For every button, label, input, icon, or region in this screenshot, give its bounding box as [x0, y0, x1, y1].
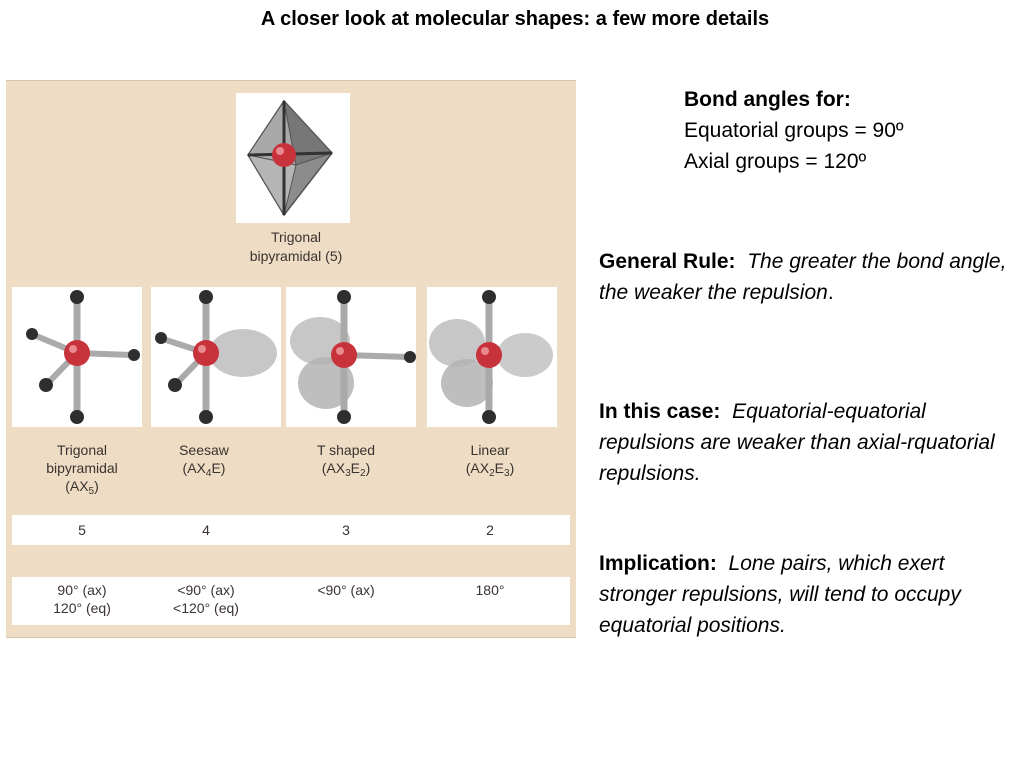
molecular-shapes-figure: Trigonal bipyramidal (5)	[6, 80, 576, 638]
angle-cell: <90° (ax)	[317, 582, 375, 598]
implication-text: Lone pairs, which exert stronger repulsi…	[599, 552, 961, 637]
count-cell: 3	[342, 522, 350, 538]
axial-angle-line: Axial groups = 120º	[684, 150, 867, 173]
formula-ax5: (AX5)	[65, 478, 99, 497]
implication-label: Implication:	[599, 552, 717, 575]
electron-group-count-row: 5 4 3 2	[12, 515, 570, 545]
bond-angles-block: Bond angles for: Equatorial groups = 90º…	[684, 84, 1014, 177]
shape-name-seesaw: Seesaw	[179, 442, 229, 458]
shape-name-linear: Linear	[470, 442, 510, 458]
linear-model	[427, 287, 557, 427]
this-case-text: Equatorial-equatorial repulsions are wea…	[599, 400, 995, 485]
formula-ax4e: (AX4E)	[182, 460, 226, 479]
angle-cell: <90° (ax)<120° (eq)	[173, 582, 239, 616]
general-rule-period: .	[827, 281, 834, 304]
count-cell: 4	[202, 522, 210, 538]
angle-cell: 90° (ax)120° (eq)	[53, 582, 111, 616]
shape-name-trigonal-bipyramidal-line2: bipyramidal	[46, 460, 118, 476]
this-case-label: In this case:	[599, 400, 721, 423]
general-rule-text: The greater the bond angle, the weaker t…	[599, 250, 1007, 304]
shape-name-trigonal-bipyramidal: Trigonal	[56, 442, 108, 458]
formula-ax3e2: (AX3E2)	[321, 460, 371, 479]
top-caption-line2: bipyramidal (5)	[249, 248, 343, 264]
count-cell: 2	[486, 522, 494, 538]
bond-angles-heading: Bond angles for:	[684, 88, 851, 111]
equatorial-angle-line: Equatorial groups = 90º	[684, 119, 904, 142]
count-cell: 5	[78, 522, 86, 538]
seesaw-model	[151, 287, 281, 427]
trigonal-bipyramid-polyhedron-image	[236, 93, 350, 223]
trigonal-bipyramidal-model	[12, 287, 142, 427]
this-case-block: In this case: Equatorial-equatorial repu…	[599, 396, 1014, 489]
formula-ax2e3: (AX2E3)	[465, 460, 515, 479]
t-shaped-model	[286, 287, 416, 427]
slide-title: A closer look at molecular shapes: a few…	[260, 8, 770, 30]
implication-block: Implication: Lone pairs, which exert str…	[599, 548, 1009, 641]
bond-angle-row: 90° (ax)120° (eq) <90° (ax)<120° (eq) <9…	[12, 577, 570, 625]
general-rule-block: General Rule: The greater the bond angle…	[599, 246, 1009, 308]
angle-cell: 180°	[475, 582, 505, 598]
general-rule-label: General Rule:	[599, 250, 736, 273]
top-caption: Trigonal bipyramidal (5)	[201, 228, 391, 266]
shape-name-t-shaped: T shaped	[316, 442, 376, 458]
top-caption-line1: Trigonal	[270, 229, 322, 245]
